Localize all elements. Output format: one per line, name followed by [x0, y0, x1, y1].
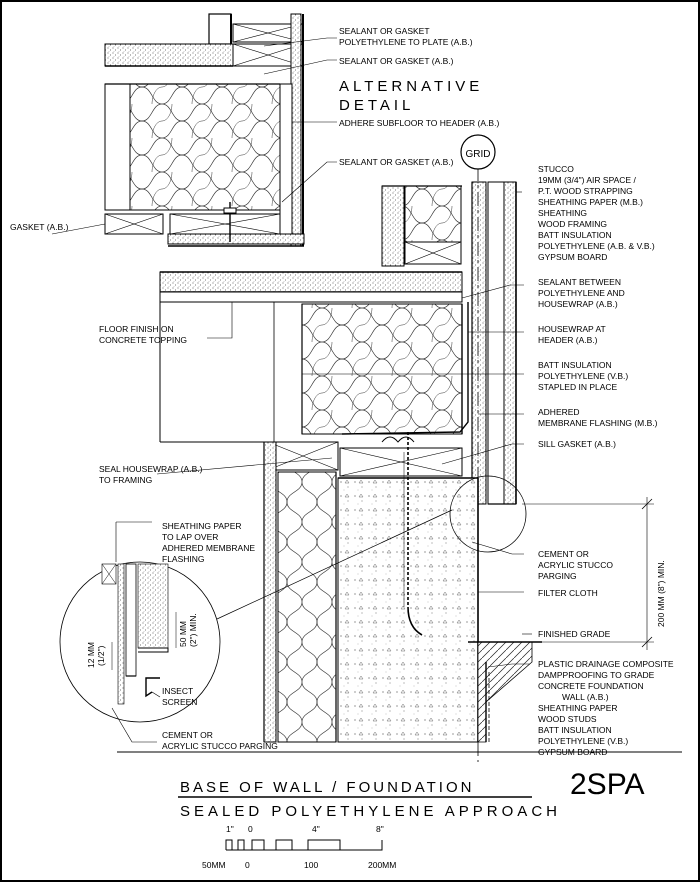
- label-poly-to-plate: POLYETHYLENE TO PLATE (A.B.): [339, 37, 473, 47]
- drawing-subtitle: SEALED POLYETHYLENE APPROACH: [180, 803, 561, 820]
- label-stucco-0: STUCCO: [538, 164, 574, 174]
- label-cement-right-0: CEMENT OR: [538, 549, 589, 559]
- label-stucco-1: 19MM (3/4") AIR SPACE /: [538, 175, 636, 185]
- label-sealant-between-1: POLYETHYLENE AND: [538, 288, 625, 298]
- label-drain-4: SHEATHING PAPER: [538, 703, 618, 713]
- label-cement-left-0: CEMENT OR: [162, 730, 213, 740]
- label-sheathing-lap-3: FLASHING: [162, 554, 205, 564]
- label-cement-right-2: PARGING: [538, 571, 577, 581]
- detail-callouts: [59, 475, 527, 723]
- label-sheathing-lap-0: SHEATHING PAPER: [162, 521, 242, 531]
- scale-metric-1: 0: [245, 860, 250, 870]
- label-sealant-gasket: SEALANT OR GASKET: [339, 26, 430, 36]
- label-batt-poly-0: BATT INSULATION: [538, 360, 612, 370]
- label-floor-finish-1: CONCRETE TOPPING: [99, 335, 187, 345]
- label-seal-housewrap-0: SEAL HOUSEWRAP (A.B.): [99, 464, 203, 474]
- label-drain-3: WALL (A.B.): [562, 692, 609, 702]
- label-adhered-0: ADHERED: [538, 407, 580, 417]
- title-block: BASE OF WALL / FOUNDATION 2SPA SEALED PO…: [180, 768, 645, 820]
- label-sealant-between-2: HOUSEWRAP (A.B.): [538, 299, 618, 309]
- drawing-code: 2SPA: [570, 768, 645, 801]
- label-floor-finish-0: FLOOR FINISH ON: [99, 324, 174, 334]
- exterior-cladding: [460, 134, 517, 762]
- foundation: [263, 432, 654, 743]
- label-stucco-2: P.T. WOOD STRAPPING: [538, 186, 633, 196]
- label-housewrap-0: HOUSEWRAP AT: [538, 324, 606, 334]
- label-drain-7: POLYETHYLENE (V.B.): [538, 736, 628, 746]
- label-drain-1: DAMPPROOFING TO GRADE: [538, 670, 655, 680]
- dimension-200mm: 200 MM (8") MIN.: [656, 560, 666, 627]
- scale-imperial-0: 1": [226, 824, 234, 834]
- label-stucco-7: POLYETHYLENE (A.B. & V.B.): [538, 241, 655, 251]
- drawing-title: BASE OF WALL / FOUNDATION: [180, 779, 474, 796]
- scale-metric-3: 200MM: [368, 860, 396, 870]
- label-adhered-1: MEMBRANE FLASHING (M.B.): [538, 418, 658, 428]
- alt-detail-title-2: DETAIL: [339, 97, 414, 114]
- label-drain-0: PLASTIC DRAINAGE COMPOSITE: [538, 659, 674, 669]
- label-stucco-6: BATT INSULATION: [538, 230, 612, 240]
- label-batt-poly-1: POLYETHYLENE (V.B.): [538, 371, 628, 381]
- label-gasket: GASKET (A.B.): [10, 222, 69, 232]
- main-floor-framing: [159, 185, 469, 477]
- label-stucco-5: WOOD FRAMING: [538, 219, 607, 229]
- dimension-50mm-1: (2") MIN.: [188, 613, 198, 647]
- label-sheathing-lap-1: TO LAP OVER: [162, 532, 218, 542]
- leader-lines: [51, 37, 532, 743]
- alt-detail-title: ALTERNATIVE: [339, 78, 483, 95]
- label-stucco-3: SHEATHING PAPER (M.B.): [538, 197, 643, 207]
- label-housewrap-1: HEADER (A.B.): [538, 335, 598, 345]
- label-drain-5: WOOD STUDS: [538, 714, 597, 724]
- label-drain-2: CONCRETE FOUNDATION: [538, 681, 644, 691]
- label-filter-cloth: FILTER CLOTH: [538, 588, 598, 598]
- upper-framing: [104, 13, 305, 247]
- label-stucco-8: GYPSUM BOARD: [538, 252, 607, 262]
- label-drain-6: BATT INSULATION: [538, 725, 612, 735]
- label-insect-1: SCREEN: [162, 697, 197, 707]
- label-insect-0: INSECT: [162, 686, 193, 696]
- label-sealant-between-0: SEALANT BETWEEN: [538, 277, 621, 287]
- label-sill-gasket: SILL GASKET (A.B.): [538, 439, 616, 449]
- label-sealant-gasket-mid: SEALANT OR GASKET (A.B.): [339, 157, 454, 167]
- label-finished-grade: FINISHED GRADE: [538, 629, 611, 639]
- label-sealant-gasket-top: SEALANT OR GASKET (A.B.): [339, 56, 454, 66]
- labels: SEALANT OR GASKET POLYETHYLENE TO PLATE …: [10, 26, 674, 757]
- label-seal-housewrap-1: TO FRAMING: [99, 475, 152, 485]
- label-batt-poly-2: STAPLED IN PLACE: [538, 382, 618, 392]
- label-cement-right-1: ACRYLIC STUCCO: [538, 560, 613, 570]
- label-cement-left-1: ACRYLIC STUCCO PARGING: [162, 741, 278, 751]
- scale-bar: 1" 0 4" 8" 50MM 0 100 200MM: [202, 824, 396, 870]
- label-drain-8: GYPSUM BOARD: [538, 747, 607, 757]
- grid-marker: GRID: [466, 149, 491, 160]
- label-sheathing-lap-2: ADHERED MEMBRANE: [162, 543, 255, 553]
- scale-imperial-1: 0: [248, 824, 253, 834]
- dimension-50mm-0: 50 MM: [178, 621, 188, 647]
- label-stucco-4: SHEATHING: [538, 208, 587, 218]
- dimension-12mm-1: (1/2"): [96, 645, 106, 666]
- scale-imperial-3: 8": [376, 824, 384, 834]
- dimension-12mm-0: 12 MM: [86, 642, 96, 668]
- scale-imperial-2: 4": [312, 824, 320, 834]
- scale-metric-0: 50MM: [202, 860, 226, 870]
- scale-metric-2: 100: [304, 860, 318, 870]
- label-adhere-subfloor: ADHERE SUBFLOOR TO HEADER (A.B.): [339, 118, 499, 128]
